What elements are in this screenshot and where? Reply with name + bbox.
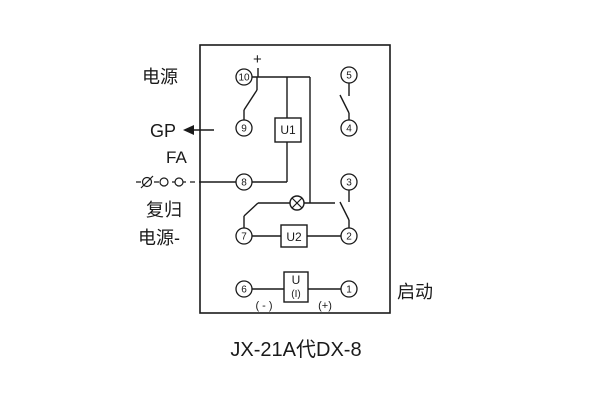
switch-contact-9 — [243, 77, 258, 120]
plus-mark: + — [253, 51, 262, 68]
u1-box — [274, 117, 302, 143]
terminal-2-label: 2 — [346, 232, 352, 243]
terminal-2 — [340, 227, 358, 245]
current-element-label-u: U — [292, 273, 301, 287]
terminal-8 — [235, 173, 253, 191]
terminal-3 — [340, 173, 358, 191]
terminal-6 — [235, 280, 253, 298]
u2-box — [280, 224, 308, 248]
label-power-minus: 电源- — [138, 228, 180, 248]
label-reset: 复归 — [146, 200, 182, 220]
reset-circuit — [136, 175, 200, 189]
terminal-9 — [235, 119, 253, 137]
terminal-10-label: 10 — [238, 73, 250, 84]
u1-label: U1 — [280, 123, 296, 137]
gp-arrow-icon — [183, 125, 214, 135]
terminal-7-label: 7 — [241, 232, 247, 243]
terminal-6-label: 6 — [241, 285, 247, 296]
terminal-1 — [340, 280, 358, 298]
terminals-right: 5 4 3 2 1 — [340, 66, 358, 298]
terminal-1-label: 1 — [346, 285, 352, 296]
switch-contact-7 — [243, 202, 259, 228]
terminal-4-label: 4 — [346, 124, 352, 135]
wiring — [200, 68, 341, 290]
current-element-label-i: (I) — [291, 289, 300, 300]
current-element-box — [283, 271, 309, 303]
reset-button-icon — [140, 175, 184, 189]
terminal-9-label: 9 — [241, 124, 247, 135]
label-gp: GP — [150, 121, 176, 141]
out-minus-label: ( - ) — [255, 300, 272, 312]
label-fa: FA — [166, 148, 187, 167]
terminal-5 — [340, 66, 358, 84]
terminal-4 — [340, 119, 358, 137]
switch-contact-5-4 — [339, 83, 350, 120]
terminal-7 — [235, 227, 253, 245]
terminals-left: 10 9 8 7 6 — [235, 68, 253, 298]
out-plus-label: (+) — [318, 300, 332, 312]
u2-label: U2 — [286, 230, 302, 244]
terminal-5-label: 5 — [346, 71, 352, 82]
lamp-icon — [289, 195, 305, 211]
terminal-8-label: 8 — [241, 178, 247, 189]
label-start: 启动 — [397, 282, 433, 302]
terminal-3-label: 3 — [346, 178, 352, 189]
relay-outline — [199, 44, 391, 314]
terminal-10 — [235, 68, 253, 86]
label-power-plus: 电源 — [142, 67, 178, 87]
diagram-title: JX-21A代DX-8 — [230, 338, 361, 361]
switch-contact-3-2 — [339, 190, 350, 228]
